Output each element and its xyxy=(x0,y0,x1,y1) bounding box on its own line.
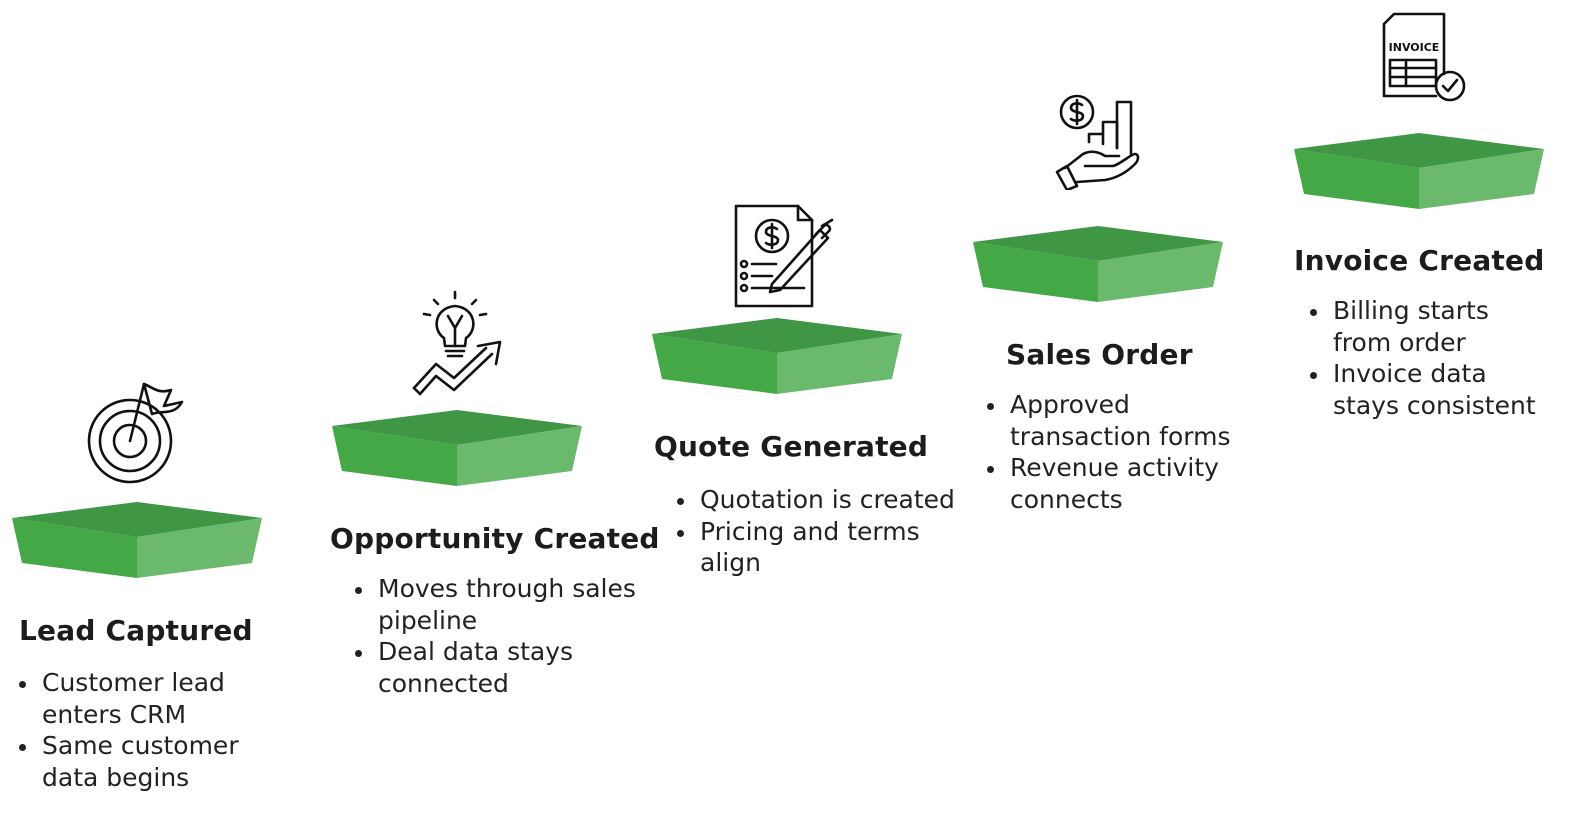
bullet-item: Moves through sales pipeline xyxy=(348,573,638,636)
step-bullets: Quotation is created Pricing and terms a… xyxy=(670,484,960,579)
bullet-item: Customer lead enters CRM xyxy=(12,667,302,730)
bullet-item: Same customer data begins xyxy=(12,730,302,793)
bullet-item: Pricing and terms align xyxy=(670,516,960,579)
bullet-item: Revenue activity connects xyxy=(980,452,1270,515)
target-flag-icon xyxy=(87,382,184,484)
bullet-item: Quotation is created xyxy=(670,484,960,516)
quote-document-pen-icon xyxy=(734,204,834,308)
platform xyxy=(973,226,1223,302)
platform xyxy=(652,318,902,394)
hand-revenue-chart-icon xyxy=(1055,94,1140,190)
step-title: Sales Order xyxy=(1006,338,1193,371)
platform xyxy=(332,410,582,486)
step-bullets: Moves through sales pipeline Deal data s… xyxy=(348,573,638,699)
platform xyxy=(12,502,262,578)
bullet-item: Billing starts from order xyxy=(1303,295,1553,358)
bullet-item: Deal data stays connected xyxy=(348,636,638,699)
step-bullets: Approved transaction forms Revenue activ… xyxy=(980,389,1270,515)
step-title: Opportunity Created xyxy=(330,522,660,555)
step-bullets: Billing starts from order Invoice data s… xyxy=(1303,295,1553,421)
step-bullets: Customer lead enters CRM Same customer d… xyxy=(12,667,302,793)
bullet-item: Approved transaction forms xyxy=(980,389,1270,452)
step-title: Lead Captured xyxy=(19,614,253,647)
platform xyxy=(1294,133,1544,209)
step-title: Quote Generated xyxy=(654,430,929,463)
lightbulb-growth-icon xyxy=(412,290,502,396)
invoice-check-icon: INVOICE xyxy=(1382,12,1466,102)
invoice-label: INVOICE xyxy=(1389,41,1440,54)
bullet-item: Invoice data stays consistent xyxy=(1303,358,1553,421)
step-title: Invoice Created xyxy=(1294,244,1545,277)
